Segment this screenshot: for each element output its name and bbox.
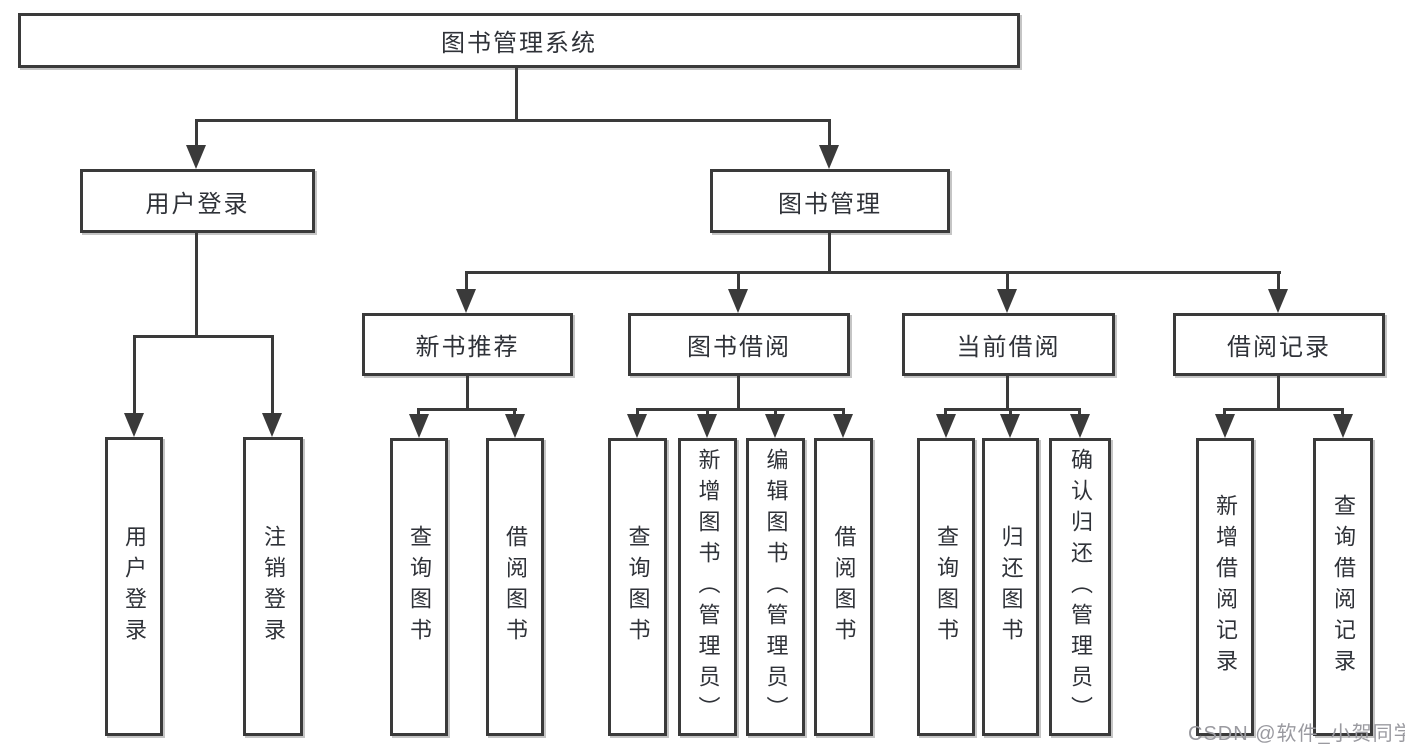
- connector-line: [945, 408, 1081, 411]
- node-book-management-label: 图书管理: [778, 190, 882, 218]
- leaf-borrow-books-2-label: 借阅图书: [831, 525, 857, 649]
- leaf-borrow-books-1: 借阅图书: [486, 438, 544, 736]
- connector-line: [636, 408, 845, 411]
- arrow-down-icon: [262, 413, 282, 437]
- connector-line: [513, 408, 516, 416]
- arrow-down-icon: [819, 145, 839, 169]
- connector-line: [195, 119, 831, 122]
- node-new-book-recommend-label: 新书推荐: [415, 334, 520, 361]
- arrow-down-icon: [627, 414, 647, 438]
- leaf-borrow-books-1-label: 借阅图书: [503, 525, 528, 649]
- connector-line: [842, 408, 845, 416]
- arrow-down-icon: [456, 289, 476, 313]
- arrow-down-icon: [186, 145, 206, 169]
- connector-line: [706, 408, 709, 416]
- connector-line: [1006, 376, 1009, 410]
- arrow-down-icon: [1268, 289, 1288, 313]
- leaf-query-books-1: 查询图书: [390, 438, 448, 736]
- connector-line: [737, 376, 740, 410]
- connector-line: [465, 271, 1281, 274]
- node-book-management: 图书管理: [710, 169, 950, 233]
- leaf-confirm-return-admin: 确认归还（管理员）: [1049, 438, 1111, 736]
- node-user-login-label: 用户登录: [145, 190, 250, 218]
- connector-line: [466, 376, 469, 410]
- node-root-label: 图书管理系统: [441, 30, 597, 57]
- leaf-return-books-label: 归还图书: [998, 525, 1024, 649]
- leaf-query-borrow-record: 查询借阅记录: [1313, 438, 1373, 736]
- leaf-user-login: 用户登录: [105, 437, 163, 736]
- node-new-book-recommend: 新书推荐: [362, 313, 573, 376]
- connector-line: [1223, 408, 1226, 416]
- arrow-down-icon: [997, 289, 1017, 313]
- connector-line: [133, 337, 136, 415]
- arrow-down-icon: [936, 414, 956, 438]
- connector-line: [1224, 408, 1344, 411]
- leaf-query-books-2-label: 查询图书: [625, 525, 651, 649]
- arrow-down-icon: [765, 414, 785, 438]
- connector-line: [1006, 273, 1009, 291]
- arrow-down-icon: [1000, 414, 1020, 438]
- connector-line: [1341, 408, 1344, 416]
- arrow-down-icon: [124, 413, 144, 437]
- leaf-edit-books-admin: 编辑图书（管理员）: [746, 438, 805, 736]
- node-book-borrow: 图书借阅: [628, 313, 850, 376]
- leaf-logout: 注销登录: [243, 437, 303, 736]
- arrow-down-icon: [1215, 414, 1235, 438]
- arrow-down-icon: [1070, 414, 1090, 438]
- connector-line: [1078, 408, 1081, 416]
- connector-line: [828, 119, 831, 149]
- leaf-borrow-books-2: 借阅图书: [814, 438, 873, 736]
- leaf-query-books-3: 查询图书: [917, 438, 975, 736]
- leaf-edit-books-admin-label: 编辑图书（管理员）: [763, 447, 789, 727]
- connector-line: [195, 232, 198, 338]
- arrow-down-icon: [833, 414, 853, 438]
- leaf-confirm-return-admin-label: 确认归还（管理员）: [1068, 447, 1093, 727]
- leaf-add-borrow-record: 新增借阅记录: [1196, 438, 1254, 736]
- connector-line: [418, 408, 517, 411]
- connector-line: [417, 408, 420, 416]
- node-current-borrow: 当前借阅: [902, 313, 1115, 376]
- connector-line: [195, 119, 198, 149]
- leaf-query-books-3-label: 查询图书: [934, 525, 959, 649]
- leaf-logout-label: 注销登录: [261, 524, 286, 649]
- node-current-borrow-label: 当前借阅: [956, 334, 1061, 361]
- leaf-add-books-admin-label: 新增图书（管理员）: [695, 447, 721, 727]
- arrow-down-icon: [505, 414, 525, 438]
- connector-line: [271, 337, 274, 415]
- connector-line: [944, 408, 947, 416]
- arrow-down-icon: [1333, 414, 1353, 438]
- leaf-query-books-1-label: 查询图书: [407, 525, 432, 649]
- arrow-down-icon: [409, 414, 429, 438]
- connector-line: [515, 68, 518, 121]
- connector-line: [636, 408, 639, 416]
- node-borrow-records-label: 借阅记录: [1227, 334, 1331, 361]
- leaf-return-books: 归还图书: [982, 438, 1039, 736]
- connector-line: [465, 273, 468, 291]
- leaf-query-borrow-record-label: 查询借阅记录: [1331, 494, 1356, 680]
- node-root: 图书管理系统: [18, 13, 1020, 68]
- connector-line: [1277, 376, 1280, 410]
- connector-line: [1277, 273, 1280, 291]
- leaf-add-books-admin: 新增图书（管理员）: [678, 438, 737, 736]
- arrow-down-icon: [697, 414, 717, 438]
- connector-line: [828, 232, 831, 274]
- leaf-user-login-label: 用户登录: [122, 524, 147, 649]
- connector-line: [1009, 408, 1012, 416]
- connector-line: [774, 408, 777, 416]
- arrow-down-icon: [728, 289, 748, 313]
- node-user-login: 用户登录: [80, 169, 315, 233]
- leaf-add-borrow-record-label: 新增借阅记录: [1213, 494, 1238, 680]
- connector-line: [133, 335, 274, 338]
- watermark: CSDN @软件_小贺同学: [1188, 723, 1405, 745]
- node-borrow-records: 借阅记录: [1173, 313, 1385, 376]
- leaf-query-books-2: 查询图书: [608, 438, 667, 736]
- node-book-borrow-label: 图书借阅: [687, 334, 791, 361]
- connector-line: [737, 273, 740, 291]
